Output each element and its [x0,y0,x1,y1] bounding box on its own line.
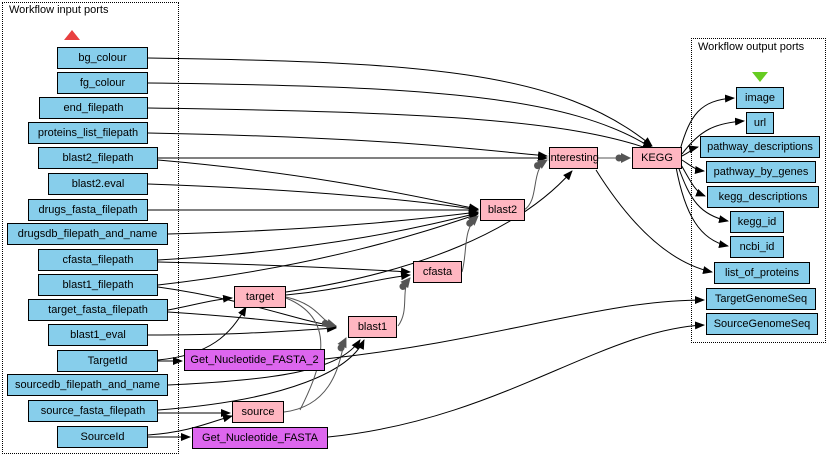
edge-target-cfasta [285,272,411,296]
processor-KEGG[interactable]: KEGG [632,147,682,169]
output-port-TargetGenomeSeq[interactable]: TargetGenomeSeq [706,288,816,310]
output-port-pathway_descriptions[interactable]: pathway_descriptions [700,136,820,158]
output-port-kegg_id[interactable]: kegg_id [730,211,784,233]
input-port-end_filepath[interactable]: end_filepath [39,97,148,119]
output-port-kegg_descriptions[interactable]: kegg_descriptions [707,186,819,208]
processor-target[interactable]: target [234,286,286,308]
edge-cfasta-blast2 [461,215,479,273]
output-port-pathway_by_genes[interactable]: pathway_by_genes [706,161,816,183]
edge-blast2_filepath-blast2 [157,159,479,212]
input-port-bg_colour[interactable]: bg_colour [57,47,148,69]
input-port-cfasta_filepath[interactable]: cfasta_filepath [38,249,158,271]
edge-bg_colour-KEGG [147,57,653,147]
edge-end_filepath-KEGG [147,107,653,151]
edge-drugsdb-blast2 [167,209,479,235]
processor-blast1[interactable]: blast1 [348,316,397,338]
input-port-target_fasta_filepath[interactable]: target_fasta_filepath [28,299,168,321]
edge-fg_colour-KEGG [147,82,653,149]
input-port-SourceId[interactable]: SourceId [57,426,148,448]
input-port-drugs_fasta_filepath[interactable]: drugs_fasta_filepath [28,199,148,221]
edge-proteins_list_filepath-interesting [147,132,548,160]
processor-source[interactable]: source [232,401,284,423]
input-port-fg_colour[interactable]: fg_colour [57,72,148,94]
input-marker-triangle-icon [64,30,80,40]
processor-cfasta[interactable]: cfasta [413,261,462,283]
output-port-url[interactable]: url [746,112,774,134]
output-ports-cluster [691,38,826,343]
input-port-blast2_filepath[interactable]: blast2_filepath [38,147,158,169]
output-ports-label: Workflow output ports [698,41,805,53]
edge-target_fasta_filepath-blast1 [167,311,337,331]
output-port-list_of_proteins[interactable]: list_of_proteins [714,262,810,284]
input-port-TargetId[interactable]: TargetId [57,350,158,372]
edge-blast2_eval-blast2 [147,183,479,213]
input-ports-label: Workflow input ports [9,4,109,16]
input-port-blast2_eval[interactable]: blast2.eval [48,173,148,195]
edge-cfasta_filepath-blast2 [157,211,479,261]
input-port-sourcedb_filepath_and_name[interactable]: sourcedb_filepath_and_name [7,374,168,396]
output-port-SourceGenomeSeq[interactable]: SourceGenomeSeq [706,313,818,335]
input-port-source_fasta_filepath[interactable]: source_fasta_filepath [28,400,158,422]
edge-target-blast1 [285,296,337,329]
input-port-blast1_eval[interactable]: blast1_eval [48,324,148,346]
edge-cfasta_filepath-cfasta [157,261,411,276]
input-port-proteins_list_filepath[interactable]: proteins_list_filepath [28,122,148,144]
service-get-nucleotide-fasta[interactable]: Get_Nucleotide_FASTA [192,427,328,449]
input-port-drugsdb_filepath_and_name[interactable]: drugsdb_filepath_and_name [7,223,168,245]
output-port-image[interactable]: image [736,87,784,109]
input-port-blast1_filepath[interactable]: blast1_filepath [38,274,158,296]
edge-blast1-cfasta [397,277,411,327]
edge-get1-SourceGenomeSeq [327,321,705,438]
output-marker-triangle-icon [752,72,768,82]
processor-blast2[interactable]: blast2 [480,199,525,221]
service-get-nucleotide-fasta-2[interactable]: Get_Nucleotide_FASTA_2 [184,349,325,371]
output-port-ncbi_id[interactable]: ncbi_id [730,236,784,258]
edge-blast2-interesting [523,159,548,211]
processor-interesting[interactable]: interesting [548,147,599,169]
input-ports-cluster [2,2,179,454]
